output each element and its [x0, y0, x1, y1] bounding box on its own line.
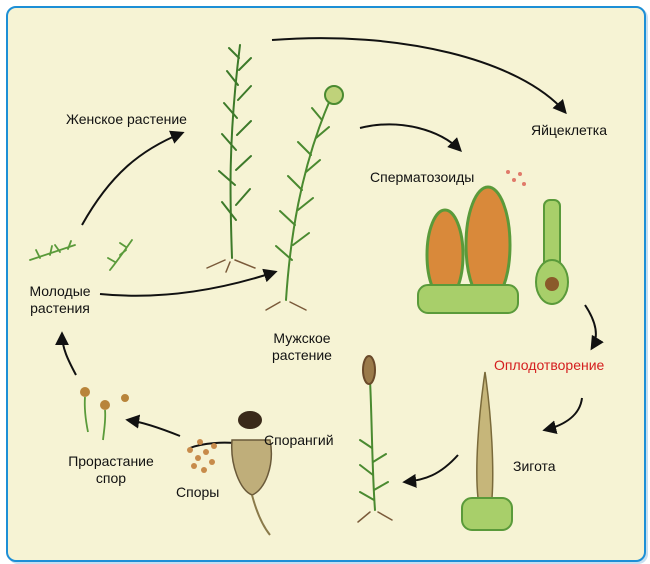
- arrow-zygote-to-sporophyte: [402, 454, 459, 488]
- label-spore-germination: Прорастание спор: [56, 453, 166, 487]
- arrow-germination-to-young: [55, 331, 77, 376]
- female-plant-drawing: [206, 44, 256, 273]
- label-germination-line2: спор: [95, 470, 127, 486]
- arrow-plant-to-sperm: [359, 123, 462, 152]
- label-male-plant-line1: Мужское: [273, 330, 331, 346]
- arrow-egg-to-fertilization: [584, 304, 604, 351]
- arrow-fertilization-to-zygote: [542, 397, 583, 435]
- sporangium-drawing: [231, 411, 272, 536]
- label-fertilization: Оплодотворение: [494, 357, 605, 373]
- arrow-spores-to-germination: [125, 414, 181, 437]
- label-spores: Споры: [176, 484, 220, 500]
- male-plant-drawing: [265, 85, 344, 311]
- label-young-plants-line2: растения: [30, 300, 90, 316]
- germinating-spores-drawing: [80, 387, 129, 441]
- label-egg-cell: Яйцеклетка: [531, 122, 607, 138]
- sporophyte-drawing: [357, 355, 393, 523]
- young-plants-drawing: [29, 239, 133, 271]
- label-sporangium: Спорангий: [264, 432, 334, 448]
- archegonium-drawing: [535, 199, 569, 305]
- arrow-young-to-male: [99, 268, 278, 297]
- label-male-plant-line2: растение: [272, 347, 332, 363]
- label-sperm: Сперматозоиды: [370, 169, 475, 185]
- arrow-young-to-female: [81, 130, 185, 226]
- label-young-plants-line1: Молодые: [29, 283, 91, 299]
- label-zygote: Зигота: [513, 458, 556, 474]
- label-female-plant: Женское растение: [66, 111, 187, 127]
- arrow-female-to-egg: [271, 37, 567, 115]
- zygote-drawing: [461, 371, 513, 531]
- label-male-plant: Мужское растение: [262, 330, 342, 364]
- antheridia-drawing: [417, 170, 526, 314]
- spores-drawing: [187, 439, 217, 473]
- label-young-plants: Молодые растения: [20, 283, 100, 317]
- label-germination-line1: Прорастание: [68, 453, 154, 469]
